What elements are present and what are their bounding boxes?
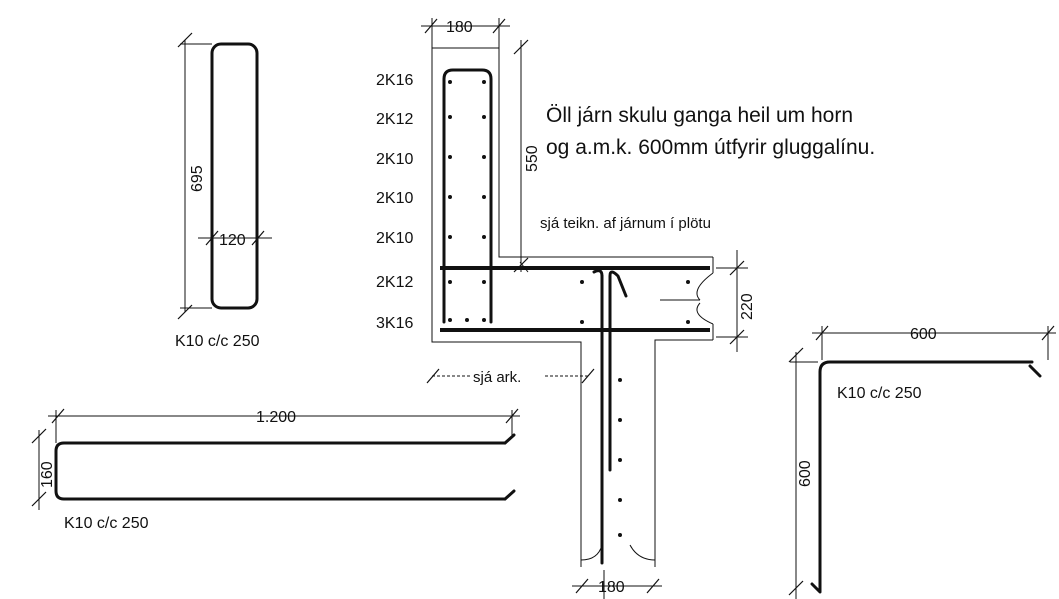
arch-reference: sjá ark. (473, 369, 521, 386)
note-line-2: og a.m.k. 600mm útfyrir gluggalínu. (546, 136, 875, 159)
long-stirrup-group: 1.200 160 K10 c/c 250 (31, 408, 520, 532)
tall-stirrup-spec: K10 c/c 250 (175, 333, 260, 350)
corner-bar-vertical-dim: 600 (797, 460, 814, 487)
corner-bar-group: 600 600 K10 c/c 250 (788, 325, 1056, 599)
bar-label: 2K16 (376, 72, 413, 89)
wall-bar-right (608, 270, 628, 472)
wall-bottom-dim: 180 (598, 579, 625, 596)
bar-labels: 2K16 2K12 2K10 2K10 2K10 2K12 3K16 (376, 72, 413, 332)
bar-label: 2K12 (376, 111, 413, 128)
column-width-dim: 180 (446, 19, 473, 36)
rebar-dots (448, 80, 690, 537)
long-stirrup-length-dim: 1.200 (256, 409, 296, 426)
tall-stirrup-height-dim: 695 (189, 165, 206, 192)
note-line-1: Öll járn skulu ganga heil um horn (546, 104, 853, 127)
bar-label: 2K10 (376, 151, 413, 168)
column-height-dim: 550 (524, 145, 541, 172)
corner-bar-spec: K10 c/c 250 (837, 385, 922, 402)
tall-stirrup-shape (210, 42, 259, 310)
corner-bar-horizontal-dim: 600 (910, 326, 937, 343)
column-stirrup (442, 68, 493, 324)
tall-stirrup-width-dim: 120 (219, 232, 246, 249)
long-stirrup-height-dim: 160 (39, 461, 56, 488)
slab-thickness-dim: 220 (739, 293, 756, 320)
section-outline (432, 47, 713, 258)
slab-reference: sjá teikn. af járnum í plötu (540, 215, 711, 232)
t-section-group: 180 550 2K16 2K12 2K10 2K10 2K10 2K12 3K… (376, 18, 756, 599)
bar-label: 3K16 (376, 315, 413, 332)
bar-label: 2K12 (376, 274, 413, 291)
bar-label: 2K10 (376, 230, 413, 247)
long-stirrup-shape (54, 441, 507, 501)
long-stirrup-spec: K10 c/c 250 (64, 515, 149, 532)
tall-stirrup-group: 695 120 K10 c/c 250 (175, 32, 272, 350)
corner-bar-shape (810, 360, 1042, 594)
bar-label: 2K10 (376, 190, 413, 207)
